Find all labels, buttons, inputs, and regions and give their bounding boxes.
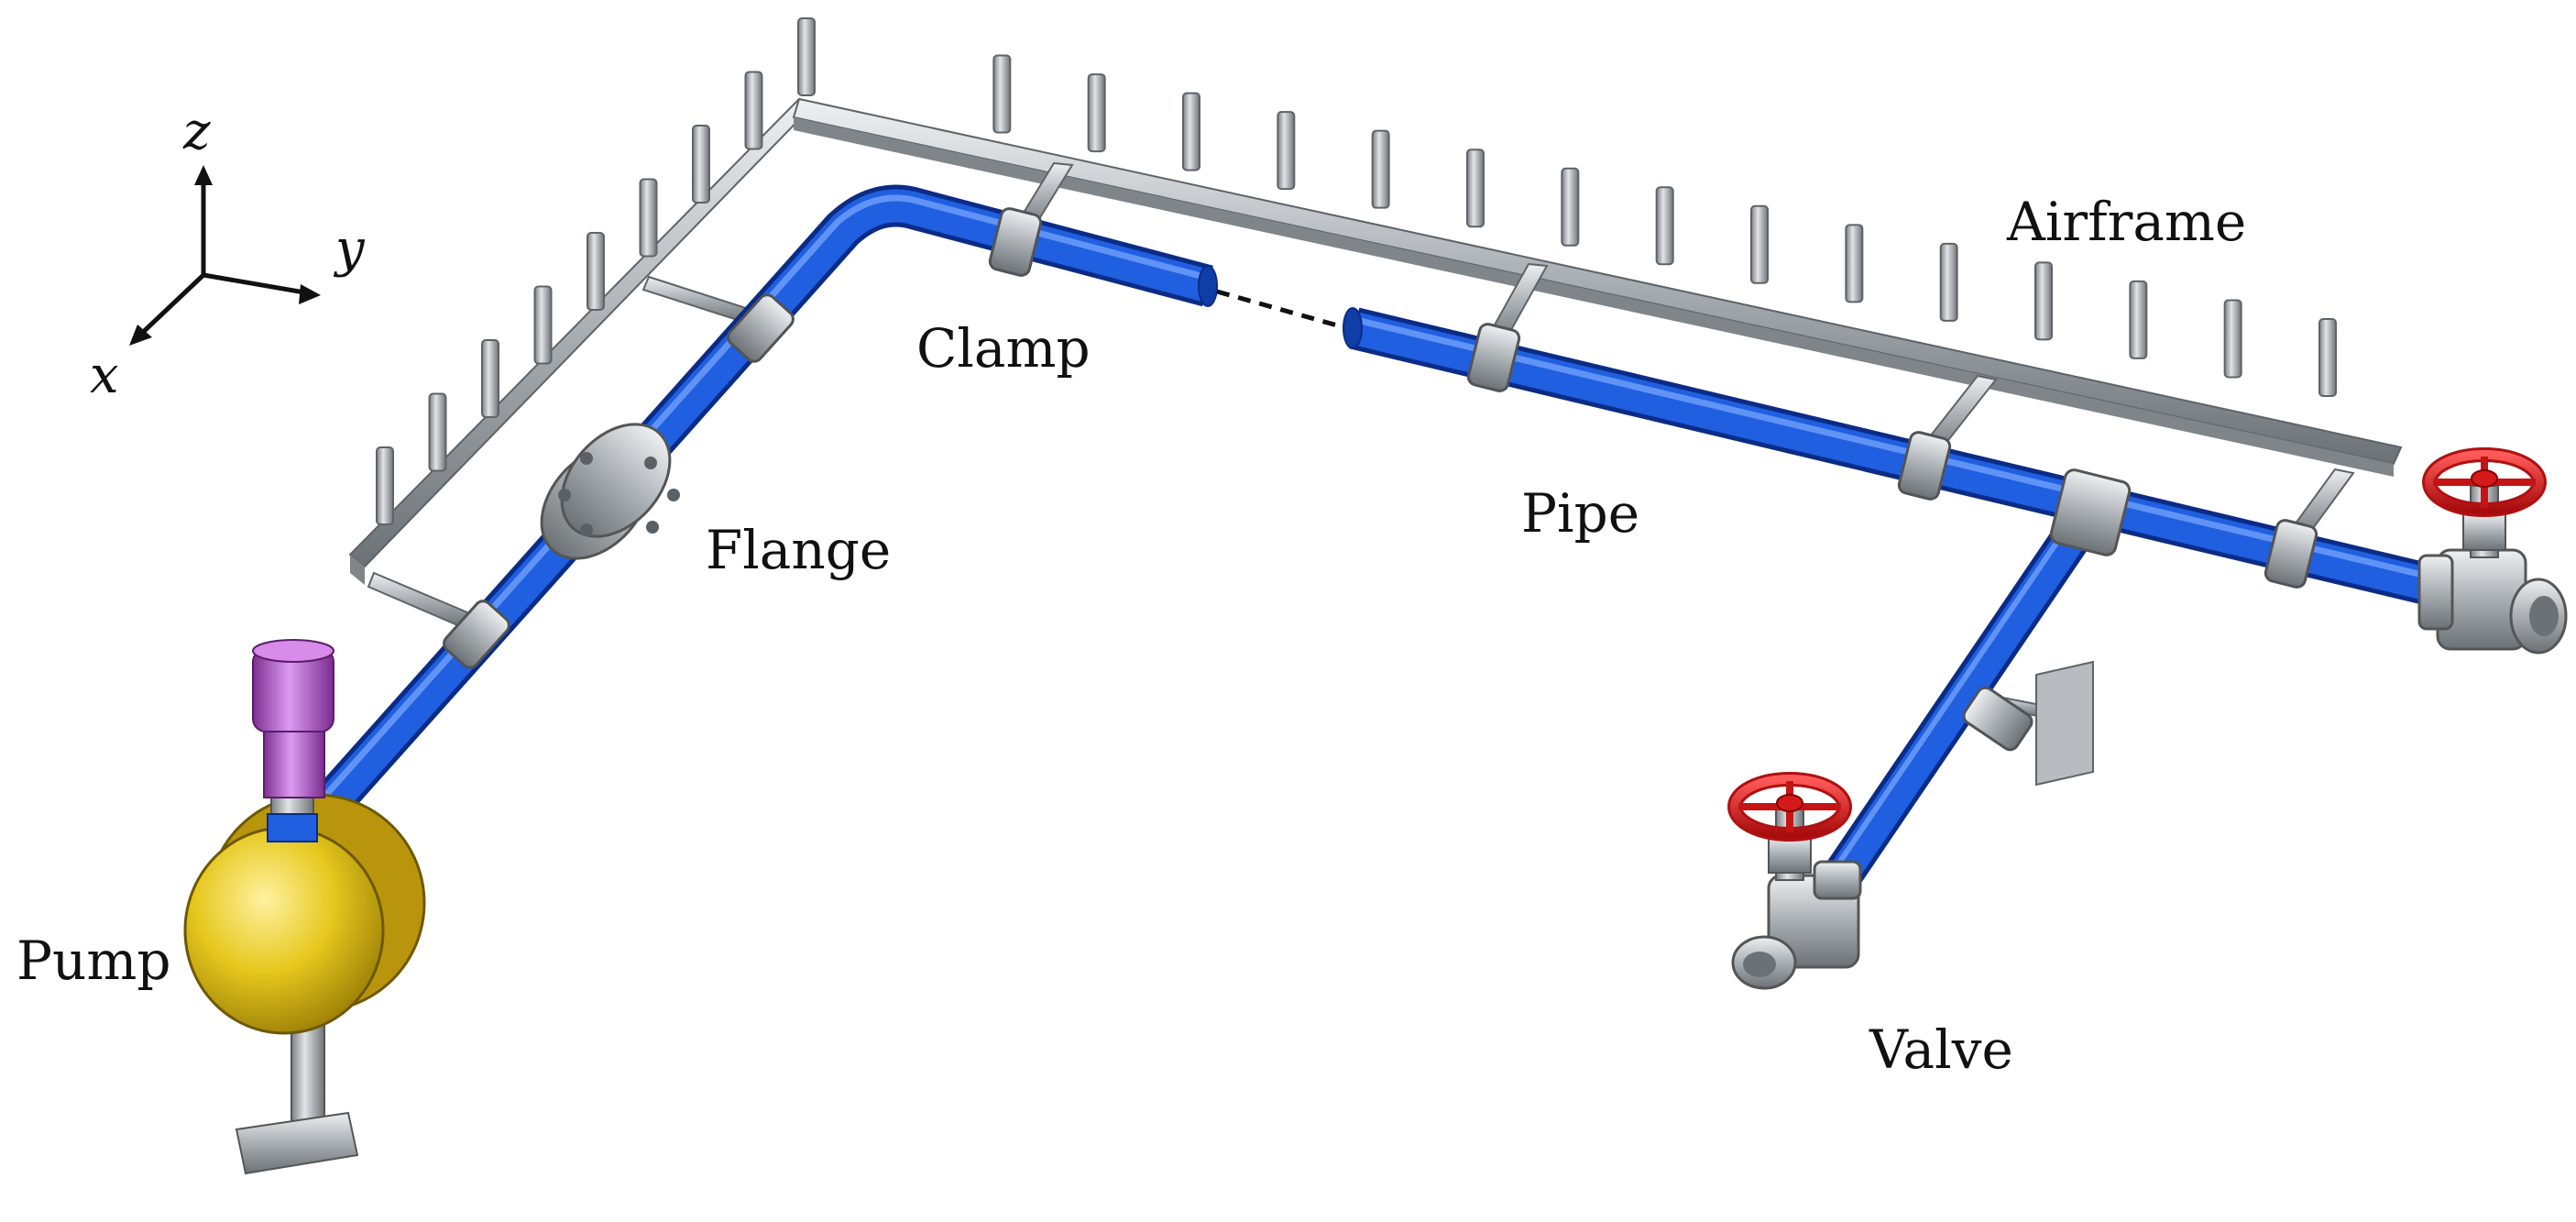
airframe-post (586, 232, 605, 311)
axis-label-y: y (333, 219, 366, 279)
airframe-post (744, 71, 763, 150)
airframe-post (797, 17, 816, 96)
support-arms (367, 161, 2355, 787)
label-valve: Valve (1869, 1018, 2013, 1081)
label-airframe: Airframe (2006, 191, 2246, 253)
airframe-post (2223, 299, 2242, 379)
airframe-post (692, 125, 710, 204)
clamp-icon (1466, 323, 1521, 392)
airframe-post (1466, 149, 1485, 228)
airframe-post (639, 178, 658, 258)
airframe-post (1087, 73, 1106, 153)
label-clamp: Clamp (916, 317, 1091, 380)
airframe-posts (376, 17, 2337, 525)
airframe-post (1561, 167, 1580, 247)
clamp-icon (2264, 519, 2318, 589)
airframe-post (481, 339, 499, 418)
tee-fitting (2049, 468, 2132, 556)
label-flange: Flange (706, 519, 891, 581)
clamp-icon (443, 600, 510, 669)
clamp-icon (1897, 431, 1952, 501)
clamp-icon (727, 293, 795, 363)
valve-icon-right (2417, 447, 2568, 655)
airframe-post (2129, 280, 2148, 359)
axis-label-x: x (90, 346, 119, 405)
airframe-post (1750, 204, 1769, 284)
airframe-post (2034, 261, 2053, 341)
clamps (443, 207, 2318, 752)
airframe-post (1371, 129, 1390, 209)
clamp-icon (988, 207, 1043, 277)
axis-label-z: z (182, 102, 211, 161)
flange-icon (540, 423, 680, 560)
airframe-post (1182, 92, 1200, 171)
clamp-icon (1962, 686, 2033, 752)
label-pump: Pump (16, 930, 171, 992)
airframe-post (1845, 224, 1864, 303)
airframe-post (428, 392, 447, 472)
airframe-post (1939, 242, 1958, 322)
valve-icon-lower (1727, 772, 1862, 990)
airframe-post (1277, 111, 1296, 191)
airframe-post (2318, 318, 2337, 397)
coordinate-axes-icon (129, 165, 321, 346)
airframe-post (1655, 186, 1674, 266)
pump-icon (183, 639, 426, 1175)
airframe (348, 97, 2403, 585)
airframe-post (376, 446, 394, 525)
pipe (290, 184, 2443, 887)
airframe-post (992, 54, 1012, 134)
label-pipe: Pipe (1521, 482, 1639, 545)
airframe-post (533, 285, 553, 365)
